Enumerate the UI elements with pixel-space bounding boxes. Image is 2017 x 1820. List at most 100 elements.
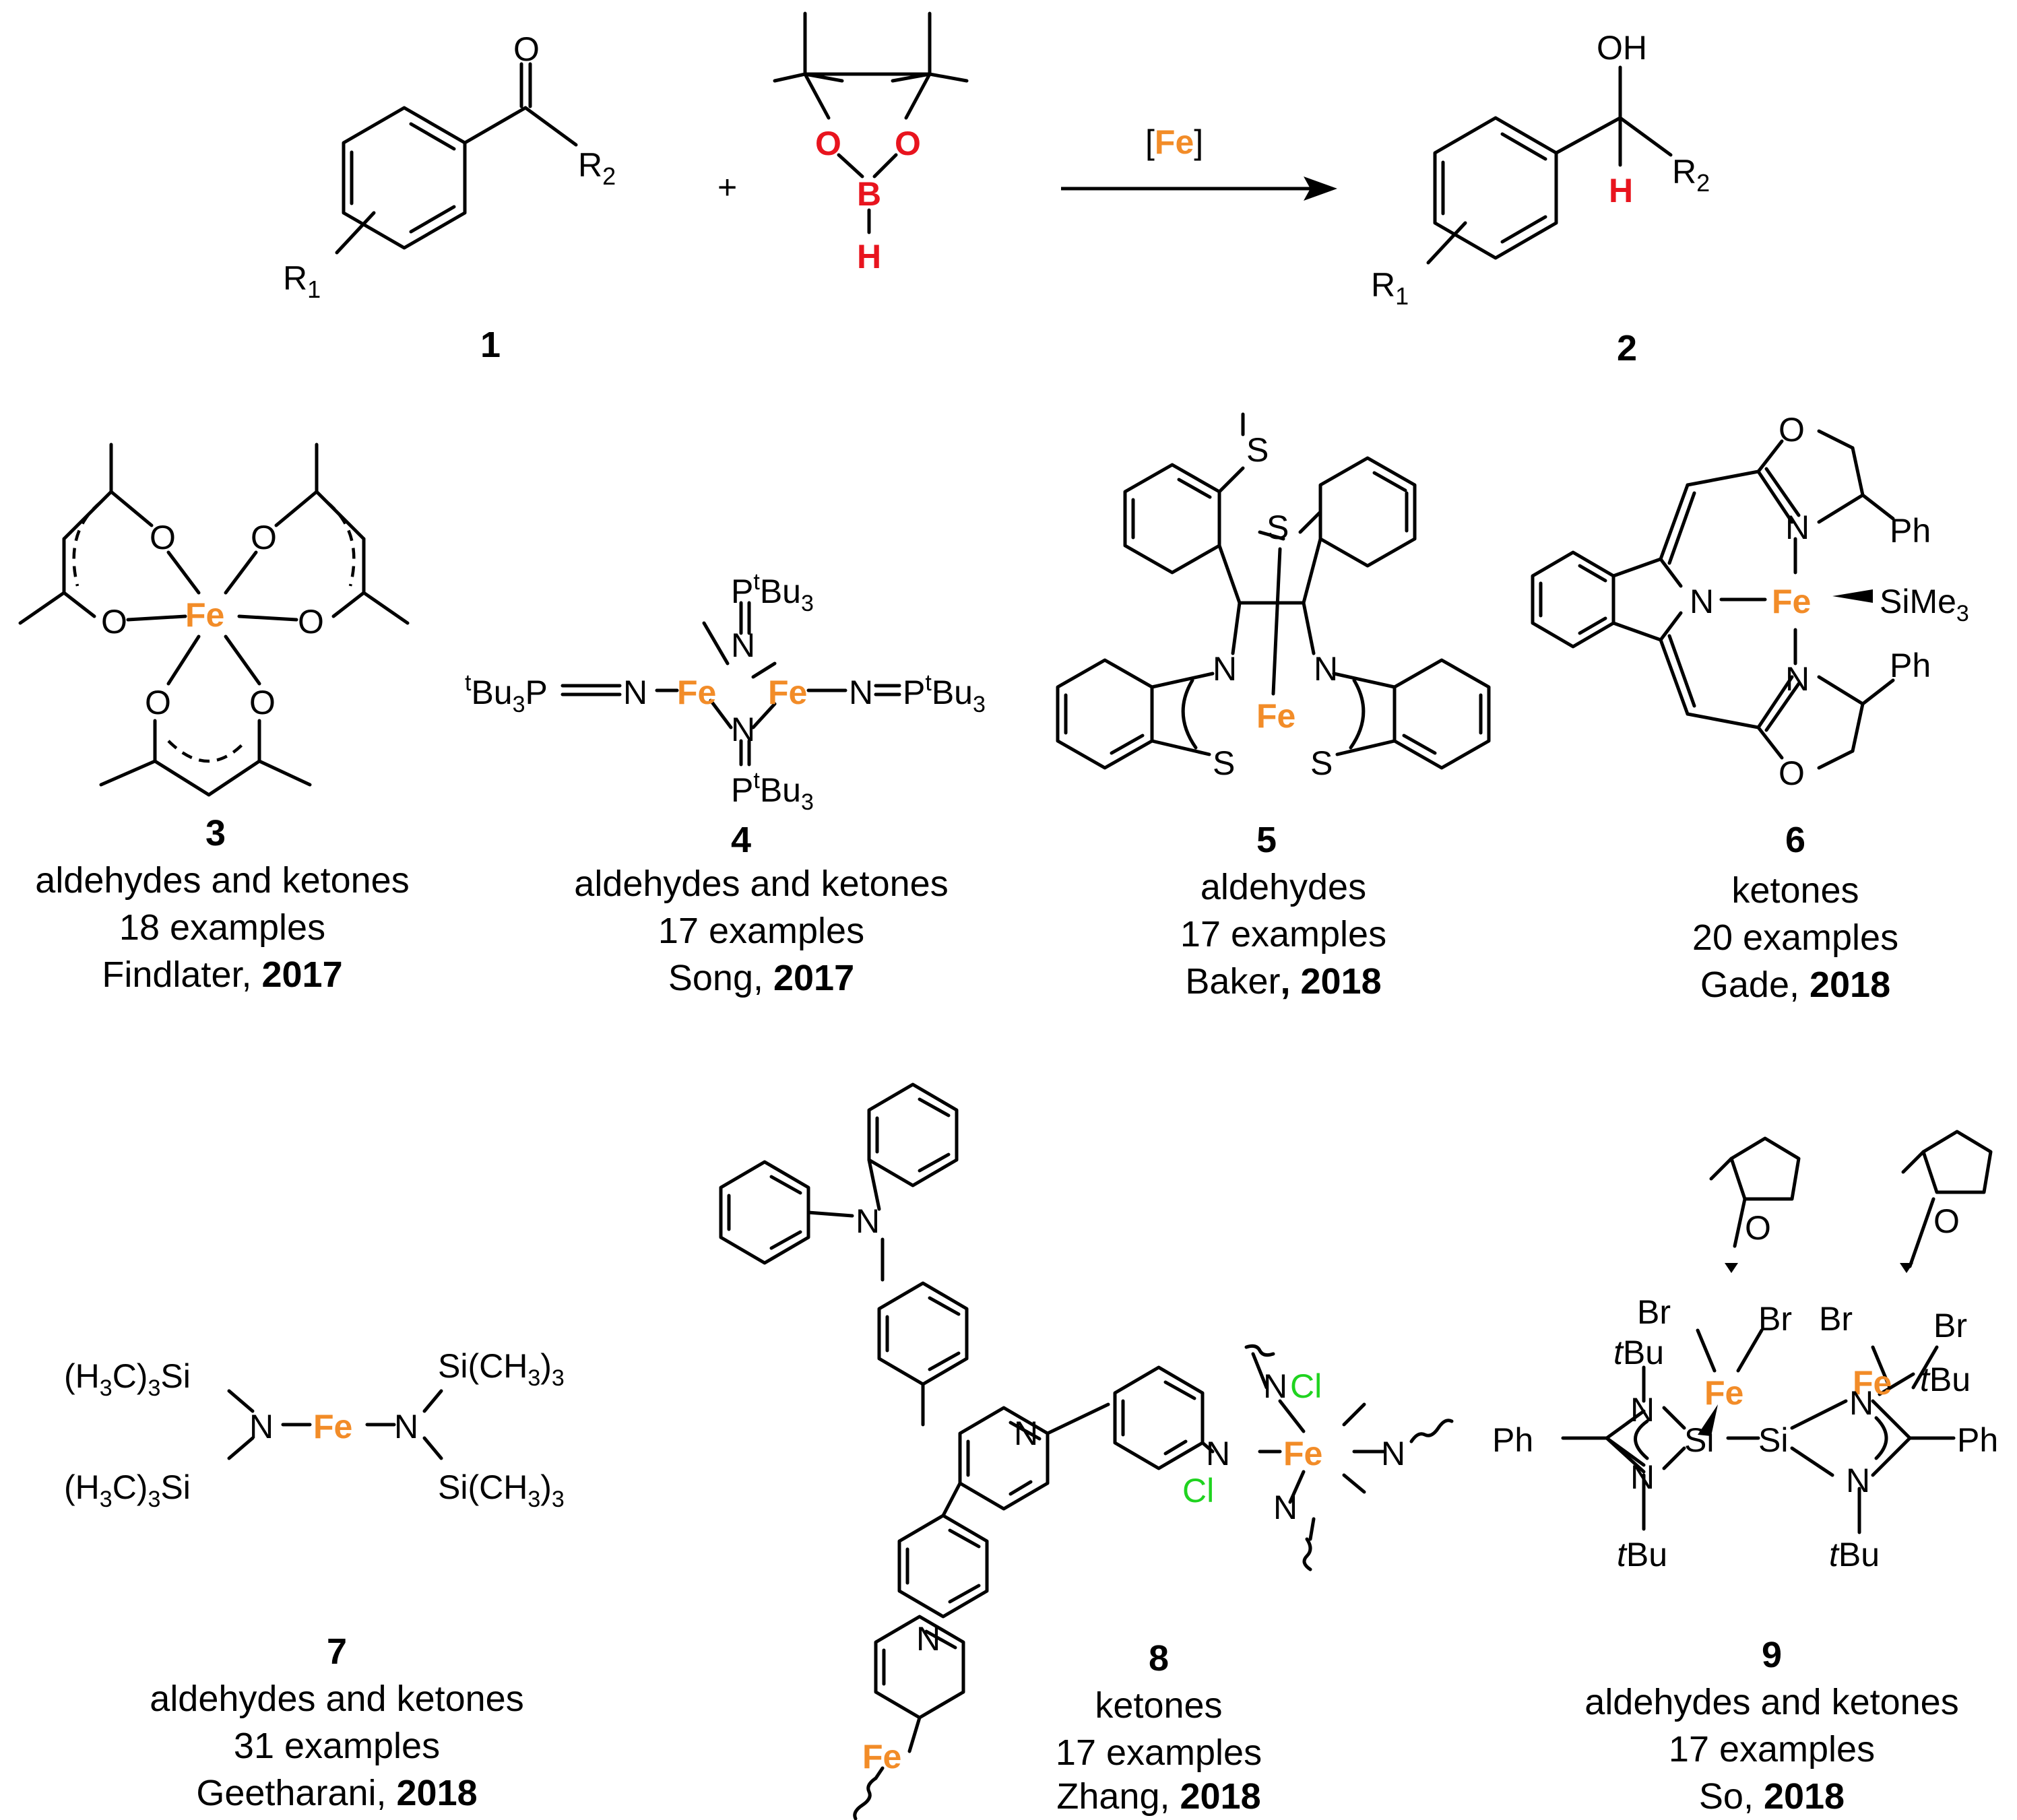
svg-text:aldehydes and ketones: aldehydes and ketones xyxy=(574,864,948,904)
svg-text:Br: Br xyxy=(1758,1300,1792,1338)
svg-text:18 examples: 18 examples xyxy=(119,907,325,948)
atom-o: O xyxy=(815,125,841,162)
svg-text:N: N xyxy=(1263,1367,1287,1405)
svg-text:N: N xyxy=(731,626,755,664)
svg-text:O: O xyxy=(249,684,276,721)
svg-text:7: 7 xyxy=(327,1631,347,1672)
svg-text:ketones: ketones xyxy=(1731,870,1859,911)
caption-catalyst-3: 3 aldehydes and ketones 18 examples Find… xyxy=(35,813,409,995)
svg-text:17 examples: 17 examples xyxy=(1669,1729,1875,1769)
svg-text:aldehydes and ketones: aldehydes and ketones xyxy=(1584,1682,1958,1722)
svg-text:aldehydes and ketones: aldehydes and ketones xyxy=(35,860,409,901)
atom-r1: R xyxy=(283,259,307,297)
svg-text:N: N xyxy=(1381,1435,1405,1472)
atom-o: O xyxy=(895,125,921,162)
svg-text:O: O xyxy=(150,519,176,556)
svg-text:tBu: tBu xyxy=(1920,1361,1971,1398)
svg-text:N: N xyxy=(1849,1384,1874,1422)
svg-text:Si: Si xyxy=(1758,1421,1788,1459)
svg-text:17 examples: 17 examples xyxy=(658,911,864,951)
svg-text:N: N xyxy=(1206,1435,1230,1472)
svg-text:N: N xyxy=(731,711,755,748)
svg-text:O: O xyxy=(298,603,324,641)
svg-text:N: N xyxy=(1690,583,1714,620)
svg-text:Cl: Cl xyxy=(1182,1472,1214,1509)
svg-text:17 examples: 17 examples xyxy=(1180,914,1386,954)
svg-text:N: N xyxy=(856,1202,880,1240)
atom-h: H xyxy=(857,238,881,275)
atom-h: H xyxy=(1609,172,1633,209)
atom-r2: R xyxy=(578,146,602,184)
svg-text:4: 4 xyxy=(731,820,751,860)
iron-center: Fe xyxy=(1704,1374,1743,1412)
caption-catalyst-8: 8 ketones 17 examples Zhang, 2018 xyxy=(1056,1638,1262,1817)
catalyst-fe-label: Fe xyxy=(1155,123,1194,161)
svg-text:N: N xyxy=(249,1408,274,1445)
iron-center: Fe xyxy=(1256,697,1295,735)
svg-text:(H3C)3Si: (H3C)3Si xyxy=(64,1357,191,1401)
svg-text:R2: R2 xyxy=(1672,153,1710,197)
svg-text:Zhang, 2018: Zhang, 2018 xyxy=(1056,1776,1260,1817)
svg-text:Gade, 2018: Gade, 2018 xyxy=(1700,965,1890,1005)
svg-text:Ph: Ph xyxy=(1492,1421,1533,1459)
svg-text:N: N xyxy=(1014,1415,1038,1452)
iron-center: Fe xyxy=(1283,1435,1322,1472)
svg-text:PtBu3: PtBu3 xyxy=(903,670,986,717)
svg-text:S: S xyxy=(1310,744,1333,782)
svg-text:O: O xyxy=(1779,754,1805,792)
svg-text:O: O xyxy=(1745,1209,1771,1247)
svg-text:N: N xyxy=(849,674,873,711)
svg-text:N: N xyxy=(1785,509,1810,546)
svg-text:5: 5 xyxy=(1256,820,1277,860)
svg-text:aldehydes: aldehydes xyxy=(1200,867,1366,907)
caption-catalyst-5: 5 aldehydes 17 examples Baker, 2018 xyxy=(1180,820,1386,1002)
iron-center: Fe xyxy=(677,674,716,711)
svg-text:S: S xyxy=(1213,744,1235,782)
product-2-structure: OH H R2 R1 2 xyxy=(1371,29,1710,368)
catalyst-5-structure: S S N N Fe S S xyxy=(1056,412,1491,782)
svg-text:Cl: Cl xyxy=(1290,1367,1322,1405)
svg-text:3: 3 xyxy=(205,813,226,853)
svg-text:Ph: Ph xyxy=(1890,647,1931,684)
svg-text:17 examples: 17 examples xyxy=(1056,1732,1262,1773)
svg-text:20 examples: 20 examples xyxy=(1692,917,1898,958)
svg-text:PtBu3: PtBu3 xyxy=(731,569,814,616)
svg-text:N: N xyxy=(1846,1462,1870,1499)
iron-center: Fe xyxy=(1772,583,1811,620)
caption-catalyst-7: 7 aldehydes and ketones 31 examples Geet… xyxy=(150,1631,523,1813)
svg-text:aldehydes and ketones: aldehydes and ketones xyxy=(150,1679,523,1719)
svg-text:Ph: Ph xyxy=(1957,1421,1998,1459)
svg-text:N: N xyxy=(623,674,647,711)
svg-text:R1: R1 xyxy=(1371,266,1409,310)
atom-b: B xyxy=(857,175,881,213)
svg-text:Song, 2017: Song, 2017 xyxy=(668,958,854,998)
catalyst-4-structure: PtBu3 N N PtBu3 tBu3P N Fe Fe N PtBu3 xyxy=(465,569,986,815)
atom-oh: OH xyxy=(1597,29,1647,67)
svg-text:Findlater, 2017: Findlater, 2017 xyxy=(102,954,342,995)
svg-text:N: N xyxy=(1630,1391,1655,1429)
svg-text:R2: R2 xyxy=(578,146,616,190)
catalyst-7-structure: (H3C)3Si (H3C)3Si N Fe N Si(CH3)3 Si(CH3… xyxy=(64,1347,565,1512)
svg-text:O: O xyxy=(1933,1202,1960,1240)
svg-text:R1: R1 xyxy=(283,259,321,303)
atom-o: O xyxy=(513,30,540,68)
catalyst-8-structure: N N N N N N N Fe Fe Cl Cl xyxy=(719,1082,1454,1820)
svg-text:Si: Si xyxy=(1684,1421,1714,1459)
iron-center: Fe xyxy=(313,1408,352,1445)
svg-text:N: N xyxy=(394,1408,418,1445)
svg-text:Br: Br xyxy=(1933,1307,1967,1344)
reaction-arrow: [Fe] xyxy=(1061,123,1337,201)
caption-catalyst-4: 4 aldehydes and ketones 17 examples Song… xyxy=(574,820,948,998)
svg-text:PtBu3: PtBu3 xyxy=(731,768,814,815)
svg-text:tBu: tBu xyxy=(1829,1536,1880,1573)
svg-text:O: O xyxy=(1779,411,1805,449)
svg-text:S: S xyxy=(1246,431,1269,469)
svg-text:tBu: tBu xyxy=(1613,1334,1664,1371)
svg-text:Br: Br xyxy=(1637,1293,1671,1331)
svg-text:(H3C)3Si: (H3C)3Si xyxy=(64,1468,191,1512)
svg-text:tBu3P: tBu3P xyxy=(465,670,548,717)
svg-text:O: O xyxy=(101,603,127,641)
svg-text:O: O xyxy=(145,684,171,721)
svg-text:So, 2018: So, 2018 xyxy=(1699,1776,1845,1817)
